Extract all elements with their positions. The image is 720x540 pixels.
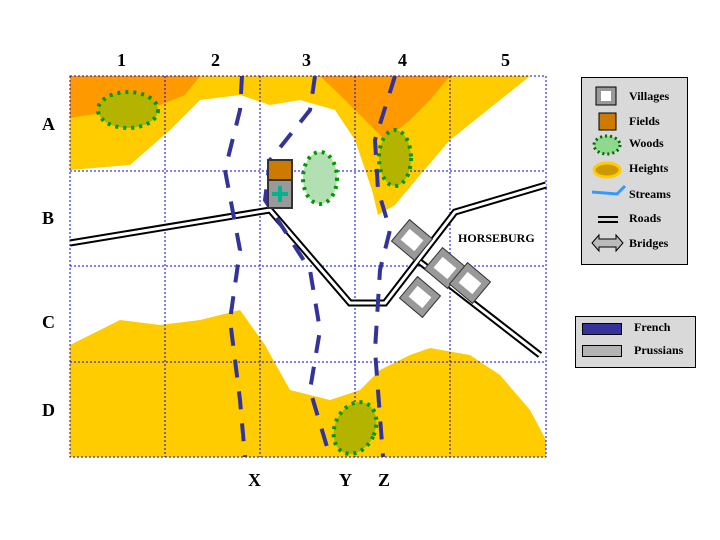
heights-icon (592, 161, 622, 179)
row-label: B (42, 208, 55, 228)
field-icon (598, 112, 617, 131)
legend-label: Streams (629, 187, 671, 201)
column-label: 2 (211, 50, 220, 70)
column-label: 3 (302, 50, 311, 70)
legend-label: Roads (629, 211, 662, 225)
map-legend: Villages Fields Woods Heights Streams Ro… (581, 77, 688, 265)
column-label: 1 (117, 50, 126, 70)
approach-label: Z (378, 470, 391, 490)
approach-label: Y (339, 470, 352, 490)
legend-label: Fields (629, 114, 660, 128)
column-label: 5 (501, 50, 510, 70)
french-swatch (582, 323, 622, 335)
legend-label: Woods (629, 136, 664, 150)
forces-legend: French Prussians (575, 316, 696, 368)
line-x (222, 75, 247, 458)
prussians-swatch (582, 345, 622, 357)
legend-label: Prussians (634, 343, 684, 357)
line-z (372, 75, 397, 458)
stream-icon (591, 184, 627, 196)
row-label: D (42, 400, 55, 420)
legend-label: French (634, 320, 671, 334)
town-label: HORSEBURG (458, 231, 535, 245)
field (267, 159, 293, 181)
woods-icon (592, 134, 622, 156)
village-icon (595, 86, 617, 106)
row-label: A (42, 114, 55, 134)
row-label: C (42, 312, 55, 332)
legend-label: Heights (629, 161, 669, 175)
legend-label: Villages (629, 89, 670, 103)
road-icon (598, 216, 618, 223)
french-approach-lines (222, 75, 397, 458)
approach-label: X (248, 470, 261, 490)
woods (96, 90, 413, 456)
villages (390, 218, 492, 319)
line-y (262, 75, 332, 458)
legend-label: Bridges (629, 236, 669, 250)
bridge-icon (591, 233, 624, 253)
legend-icons (591, 86, 627, 253)
bridge (267, 179, 293, 209)
column-label: 4 (398, 50, 407, 70)
